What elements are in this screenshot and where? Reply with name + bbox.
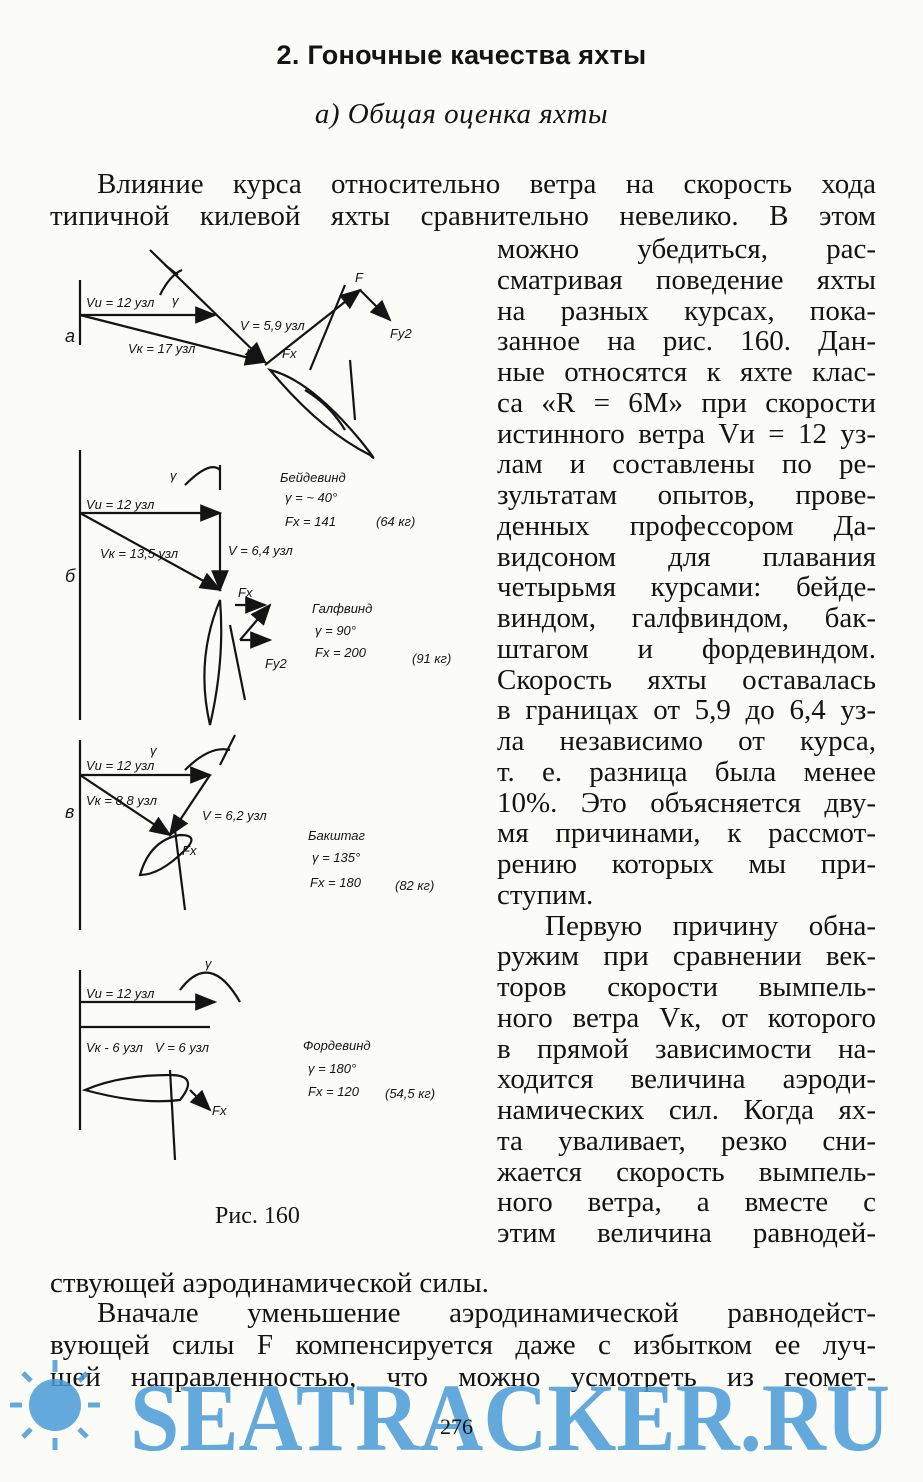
fig-label: γ — [205, 956, 213, 971]
column-paragraph-line: ла независимо от курса, — [497, 725, 876, 757]
fig-label: (54,5 кг) — [385, 1086, 435, 1101]
paragraph-line: Вначале уменьшение аэродинамической равн… — [97, 1297, 876, 1329]
fig-label: Fy2 — [390, 326, 412, 341]
column-paragraph-line: ружим при сравнении век- — [497, 940, 876, 973]
watermark-text: SEATRACKER.RU — [130, 1364, 890, 1471]
fig-label: Fx — [212, 1103, 227, 1118]
column-paragraph-line: штагом и фордевиндом. — [497, 632, 876, 665]
paragraph-line: ствующей аэродинамической силы. — [50, 1267, 489, 1299]
fig-label: γ — [170, 468, 178, 483]
fig-label: Fx — [282, 346, 297, 361]
column-paragraph-line: рению которых мы при- — [497, 848, 876, 880]
column-paragraph-line: занное на рис. 160. Дан- — [497, 325, 876, 358]
figure-160-diagram: а Vи = 12 узл Vк = 17 узл V = 5,9 узл γ … — [65, 249, 451, 1161]
column-paragraph-line: та уваливает, резко сни- — [497, 1124, 876, 1157]
figure-caption: Рис. 160 — [215, 1203, 300, 1229]
column-paragraph-line: Первую причину обна- — [545, 909, 876, 942]
fig-label: F — [355, 270, 364, 285]
fig-label: V = 6,2 узл — [202, 808, 267, 823]
fig-label: γ = 135° — [312, 850, 360, 865]
fig-label: Vи = 12 узл — [86, 295, 155, 310]
fig-label: Бакштаг — [308, 828, 366, 843]
column-paragraph-line: виндом, галфвиндом, бак- — [497, 602, 876, 634]
column-paragraph-line: зультатам опытов, прове- — [497, 479, 876, 511]
fig-label: Vи = 12 узл — [86, 758, 155, 773]
column-paragraph-line: ступим. — [497, 878, 594, 911]
fig-label: γ — [172, 293, 180, 308]
column-paragraph-line: ходится величина аэроди- — [497, 1063, 876, 1096]
column-paragraph-line: жается скорость вымпель- — [497, 1155, 876, 1188]
column-paragraph-line: 10%. Это объясняется дву- — [497, 786, 876, 819]
column-paragraph-line: лам и составлены по ре- — [497, 448, 876, 481]
fig-label: Vк = 8,8 узл — [86, 793, 158, 808]
fig-label: Vк = 17 узл — [128, 341, 196, 356]
fig-label: Fx — [182, 843, 197, 858]
sun-icon — [10, 1360, 100, 1450]
fig-label: Fx = 141 — [285, 514, 336, 529]
fig-label: Fx — [238, 585, 253, 600]
section-heading: 2. Гоночные качества яхты — [276, 40, 647, 70]
column-paragraph-line: на разных курсах, пока- — [497, 294, 876, 327]
column-paragraph-line: торов скорости вымпель- — [497, 971, 876, 1003]
fig-label: γ = 180° — [308, 1061, 356, 1076]
column-paragraph-line: денных профессором Да- — [497, 509, 876, 542]
fig-label: Fx = 120 — [308, 1084, 360, 1099]
column-paragraph-line: ного ветра Vк, от которого — [497, 1001, 876, 1034]
column-paragraph-line: ные относятся к яхте клас- — [497, 356, 876, 388]
fig-label: Vи = 12 узл — [86, 497, 155, 512]
fig-label: Fx = 200 — [315, 645, 367, 660]
fig-label: γ = ~ 40° — [285, 490, 337, 505]
paragraph-line: типичной килевой яхты сравнительно невел… — [50, 200, 876, 232]
column-paragraph-line: в прямой зависимости на- — [497, 1032, 876, 1065]
column-paragraph-line: Скорость яхты оставалась — [497, 663, 876, 696]
fig-label: Бейдевинд — [280, 470, 346, 485]
subsection-heading: а) Общая оценка яхты — [314, 98, 609, 130]
fig-label: V = 6,4 узл — [228, 543, 293, 558]
panel-letter-a: а — [65, 326, 75, 346]
fig-label: (64 кг) — [376, 514, 415, 529]
fig-label: Галфвинд — [312, 601, 372, 616]
page-number: 276 — [440, 1414, 473, 1439]
paragraph-line: шей направленностью, что можно усмотреть… — [50, 1361, 876, 1393]
column-paragraph-line: намических сил. Когда ях- — [497, 1094, 876, 1126]
column-paragraph-line: истинного ветра Vи = 12 уз- — [497, 417, 876, 450]
column-paragraph-line: четырьмя курсами: бейде- — [497, 571, 876, 604]
fig-label: γ = 90° — [315, 623, 356, 638]
fig-label: Vк = 13,5 узл — [100, 546, 179, 561]
column-paragraph-line: ного ветра, а вместе с — [497, 1186, 876, 1219]
fig-label: (82 кг) — [395, 878, 434, 893]
paragraph-line: вующей силы F компенсируется даже с избы… — [50, 1329, 876, 1361]
panel-letter-b: б — [65, 566, 76, 586]
fig-label: V = 5,9 узл — [240, 318, 305, 333]
column-paragraph-line: можно убедиться, рас- — [497, 233, 876, 265]
column-paragraph-line: этим величина равнодей- — [497, 1217, 876, 1249]
fig-label: (91 кг) — [412, 651, 451, 666]
fig-label: Fy2 — [265, 656, 287, 671]
fig-label: V = 6 узл — [155, 1040, 210, 1055]
fig-label: γ — [150, 743, 158, 758]
column-paragraph-line: т. е. разница была менее — [497, 755, 876, 788]
fig-label: Фордевинд — [303, 1038, 371, 1053]
watermark-logo: SEATRACKER.RU — [10, 1360, 890, 1471]
fig-label: Vи = 12 узл — [86, 986, 155, 1001]
panel-letter-v: в — [65, 802, 74, 822]
column-paragraph-line: видсоном для плавания — [497, 540, 876, 573]
column-paragraph-line: са «R = 6M» при скорости — [497, 386, 876, 419]
column-paragraph-line: сматривая поведение яхты — [497, 263, 876, 296]
paragraph-line: Влияние курса относительно ветра на скор… — [97, 168, 876, 200]
column-paragraph-line: мя причинами, к рассмот- — [497, 817, 876, 850]
fig-label: Fx = 180 — [310, 875, 362, 890]
fig-label: Vк - 6 узл — [86, 1040, 143, 1055]
column-paragraph-line: в границах от 5,9 до 6,4 уз- — [497, 694, 876, 727]
